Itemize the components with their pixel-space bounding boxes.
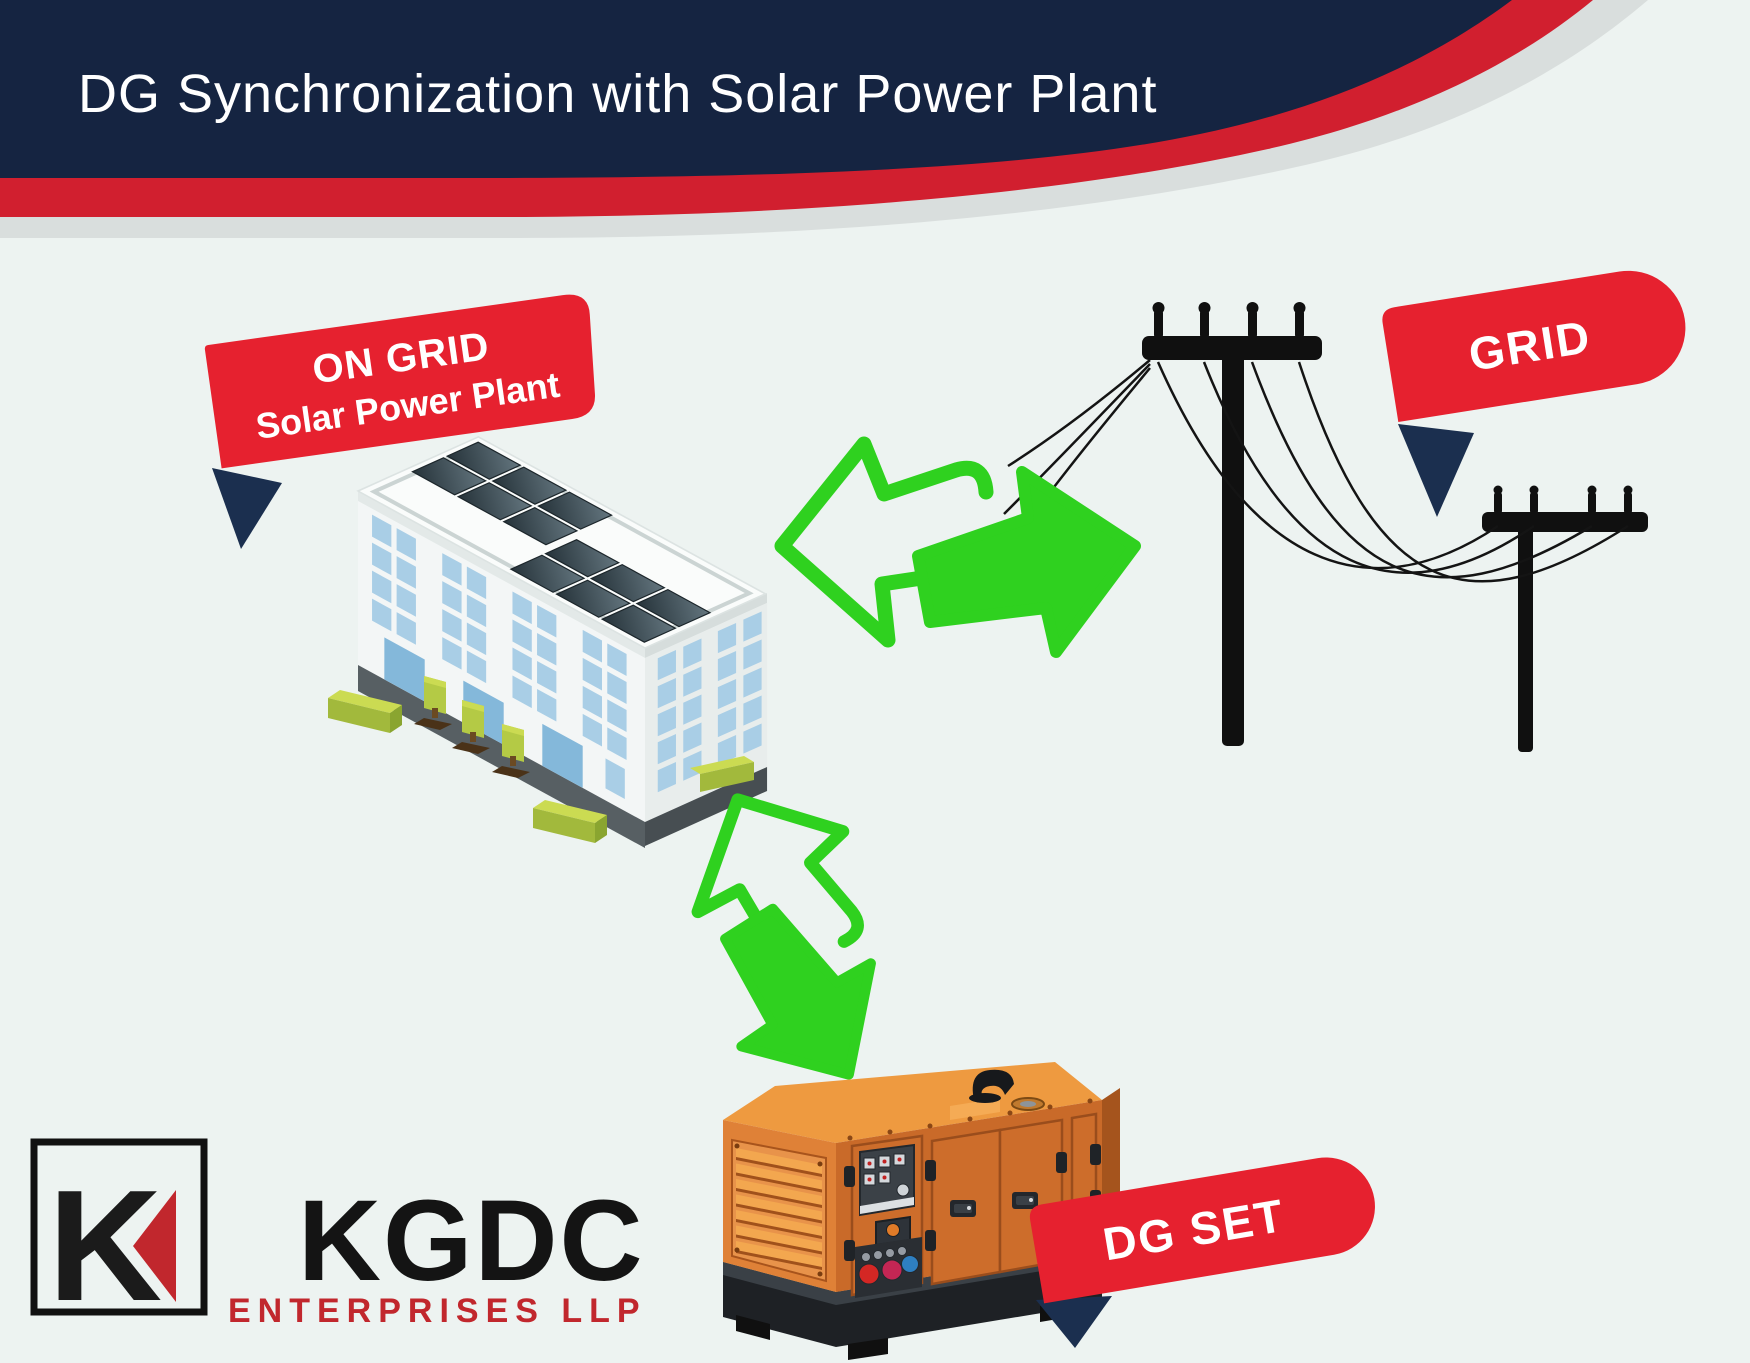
logo-company-subtitle: ENTERPRISES LLP: [228, 1292, 647, 1330]
solar-building-illustration: [328, 435, 768, 849]
dg-set-banner: DG SET: [1029, 1157, 1375, 1348]
grid-pole-large-icon: [1142, 302, 1322, 746]
header-banner: DG Synchronization with Solar Power Plan…: [0, 0, 1648, 238]
building-roof: [356, 435, 768, 649]
front-screws: [847, 1098, 1093, 1141]
control-gauges: [860, 1153, 914, 1214]
swap-arrows-dg-icon: [691, 793, 876, 1080]
kgdc-logo: K KGDC ENTERPRISES LLP: [30, 1138, 647, 1334]
tree-2: [452, 700, 490, 754]
grid-banner-ribbon: [1382, 270, 1686, 422]
outline-arrow-up: [691, 793, 864, 948]
dg-set-banner-fold: [1036, 1296, 1112, 1348]
roof-fascia-left: [358, 491, 645, 658]
louver-screws: [734, 1143, 823, 1277]
swap-arrows-grid-icon: [774, 436, 1141, 658]
tree-1: [414, 676, 452, 730]
solar-panel-array: [411, 441, 712, 643]
on-grid-banner-fold: [212, 468, 282, 549]
logo-company-name: KGDC: [298, 1177, 645, 1305]
building-landscaping: [328, 676, 754, 843]
outline-arrow-left: [774, 436, 994, 648]
generator-base-highlight: [723, 1248, 1102, 1305]
roof-fascia-right: [645, 593, 767, 658]
socket-panel-lights: [858, 1246, 919, 1285]
building-left-wall: [358, 501, 646, 849]
filled-arrow-down: [720, 903, 876, 1080]
filler-cap-center: [1020, 1101, 1036, 1107]
door-latches: [950, 1192, 1038, 1217]
grid-pole-small-icon: [1482, 485, 1648, 752]
switch-button: [886, 1223, 900, 1237]
header-navy-band: [0, 0, 1512, 178]
logo-triangle-icon: [133, 1190, 176, 1302]
generator-top-step: [950, 1098, 1000, 1120]
on-grid-banner-ribbon: [204, 294, 595, 469]
exhaust-handle-icon: [969, 1069, 1014, 1103]
grid-banner-fold: [1398, 424, 1474, 517]
dg-generator-illustration: [723, 1062, 1120, 1360]
grid-banner: GRID: [1382, 270, 1686, 517]
tree-3: [492, 724, 530, 778]
louver-slats: [736, 1148, 822, 1270]
logo-frame: [30, 1138, 208, 1316]
dg-set-banner-ribbon: [1029, 1157, 1375, 1304]
on-grid-banner: ON GRID Solar Power Plant: [204, 294, 595, 549]
page-title: DG Synchronization with Solar Power Plan…: [78, 64, 1157, 124]
filled-arrow-right: [912, 466, 1141, 658]
